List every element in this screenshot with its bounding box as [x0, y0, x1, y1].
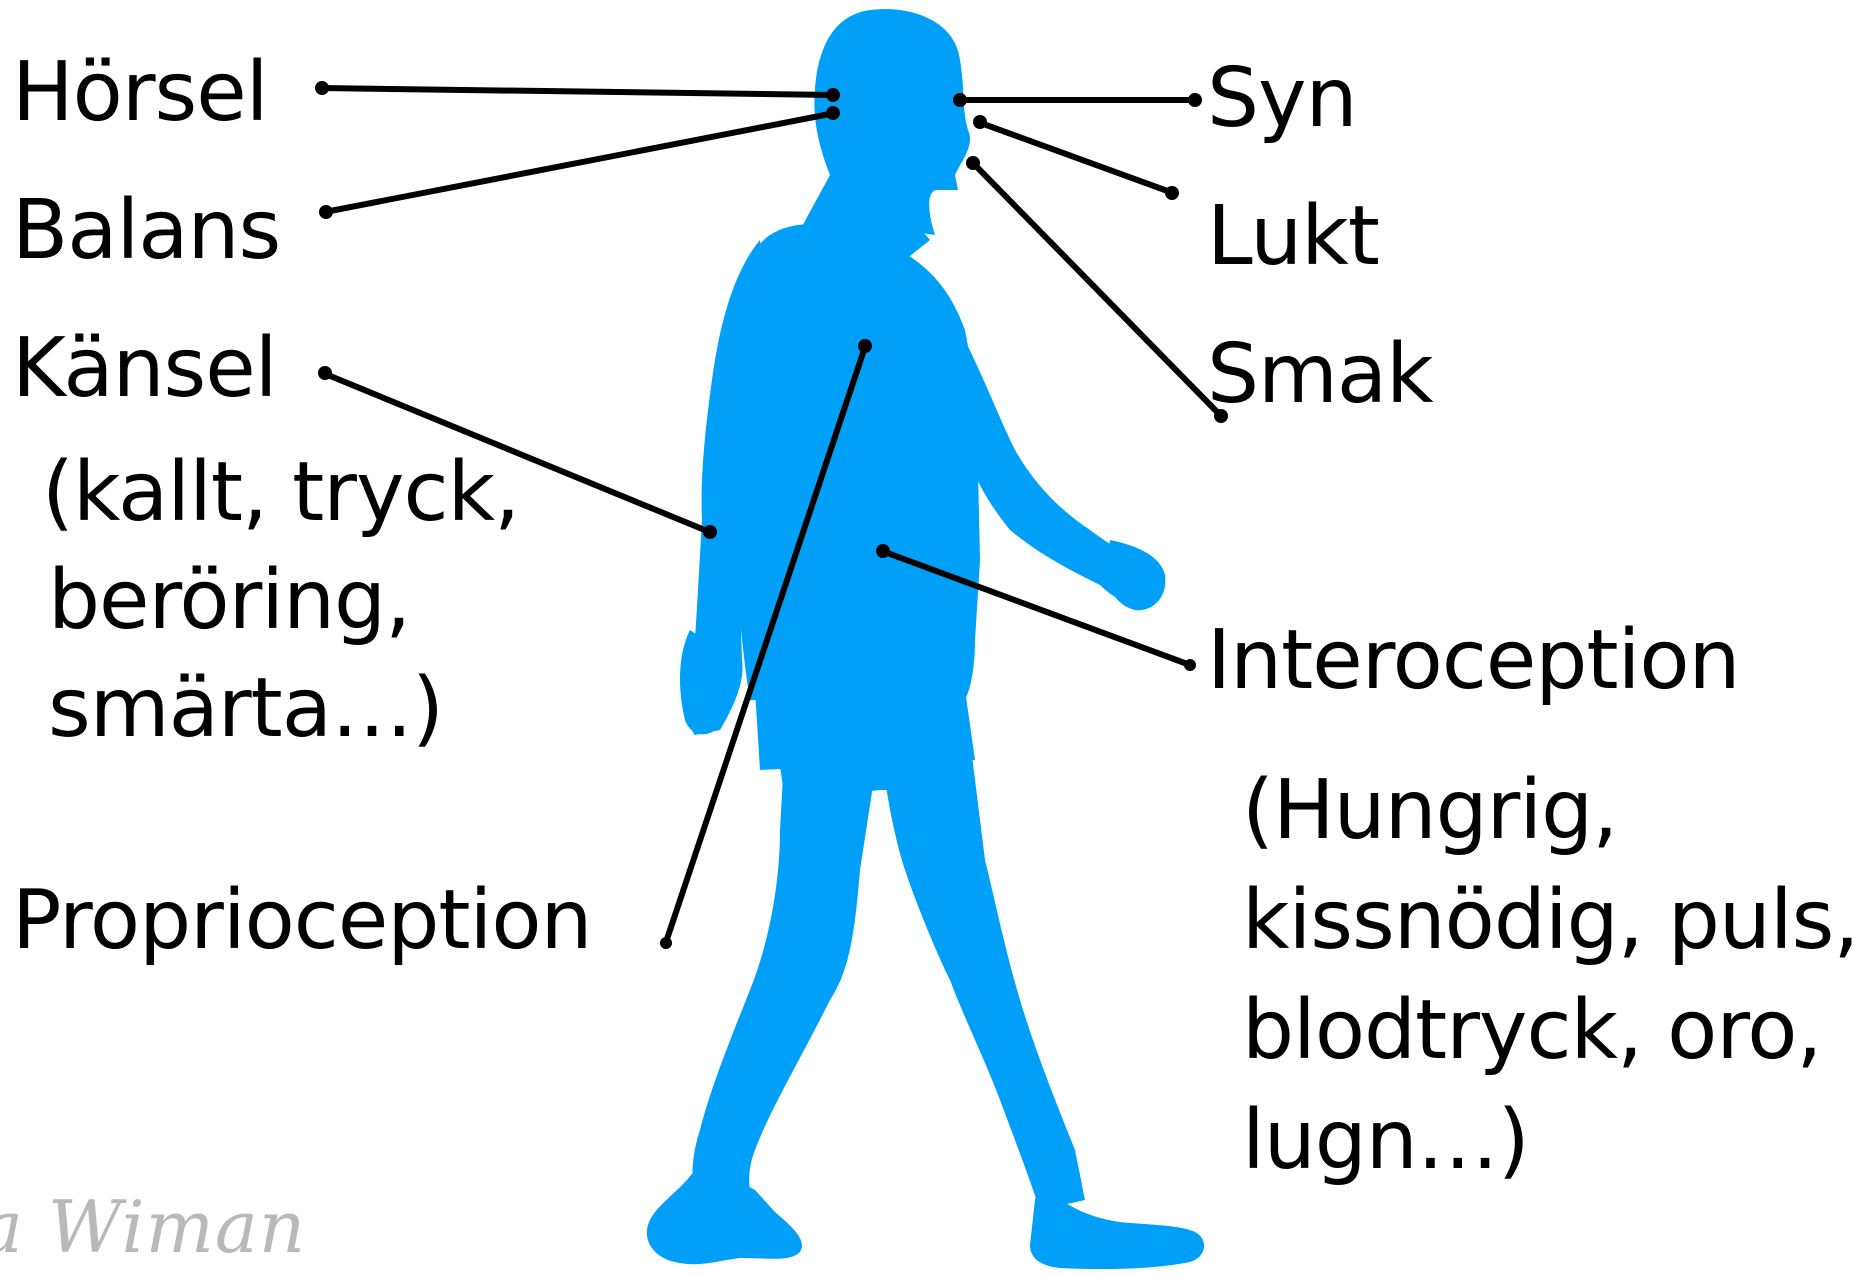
label-smak: Smak [1207, 334, 1433, 416]
label-interoception-detail-3: blodtryck, oro, [1242, 990, 1821, 1072]
line-balans [325, 113, 835, 212]
signature-watermark: a Wiman [0, 1185, 306, 1269]
line-smak [972, 162, 1223, 418]
label-interoception-detail-2: kissnödig, puls, [1242, 880, 1858, 962]
label-kansel: Känsel [12, 328, 277, 410]
label-proprioception: Proprioception [12, 880, 591, 962]
line-lukt [978, 122, 1173, 193]
label-interoception: Interoception [1207, 620, 1740, 702]
label-balans: Balans [12, 190, 280, 272]
label-syn: Syn [1207, 58, 1357, 140]
label-lukt: Lukt [1207, 196, 1379, 278]
label-interoception-detail-4: lugn…) [1242, 1100, 1529, 1182]
label-interoception-detail-1: (Hungrig, [1242, 770, 1617, 852]
label-horsel: Hörsel [12, 52, 268, 134]
label-kansel-detail-3: smärta…) [48, 668, 443, 750]
label-kansel-detail-1: (kallt, tryck, [42, 452, 519, 534]
label-kansel-detail-2: beröring, [48, 560, 410, 642]
line-horsel [320, 88, 835, 95]
